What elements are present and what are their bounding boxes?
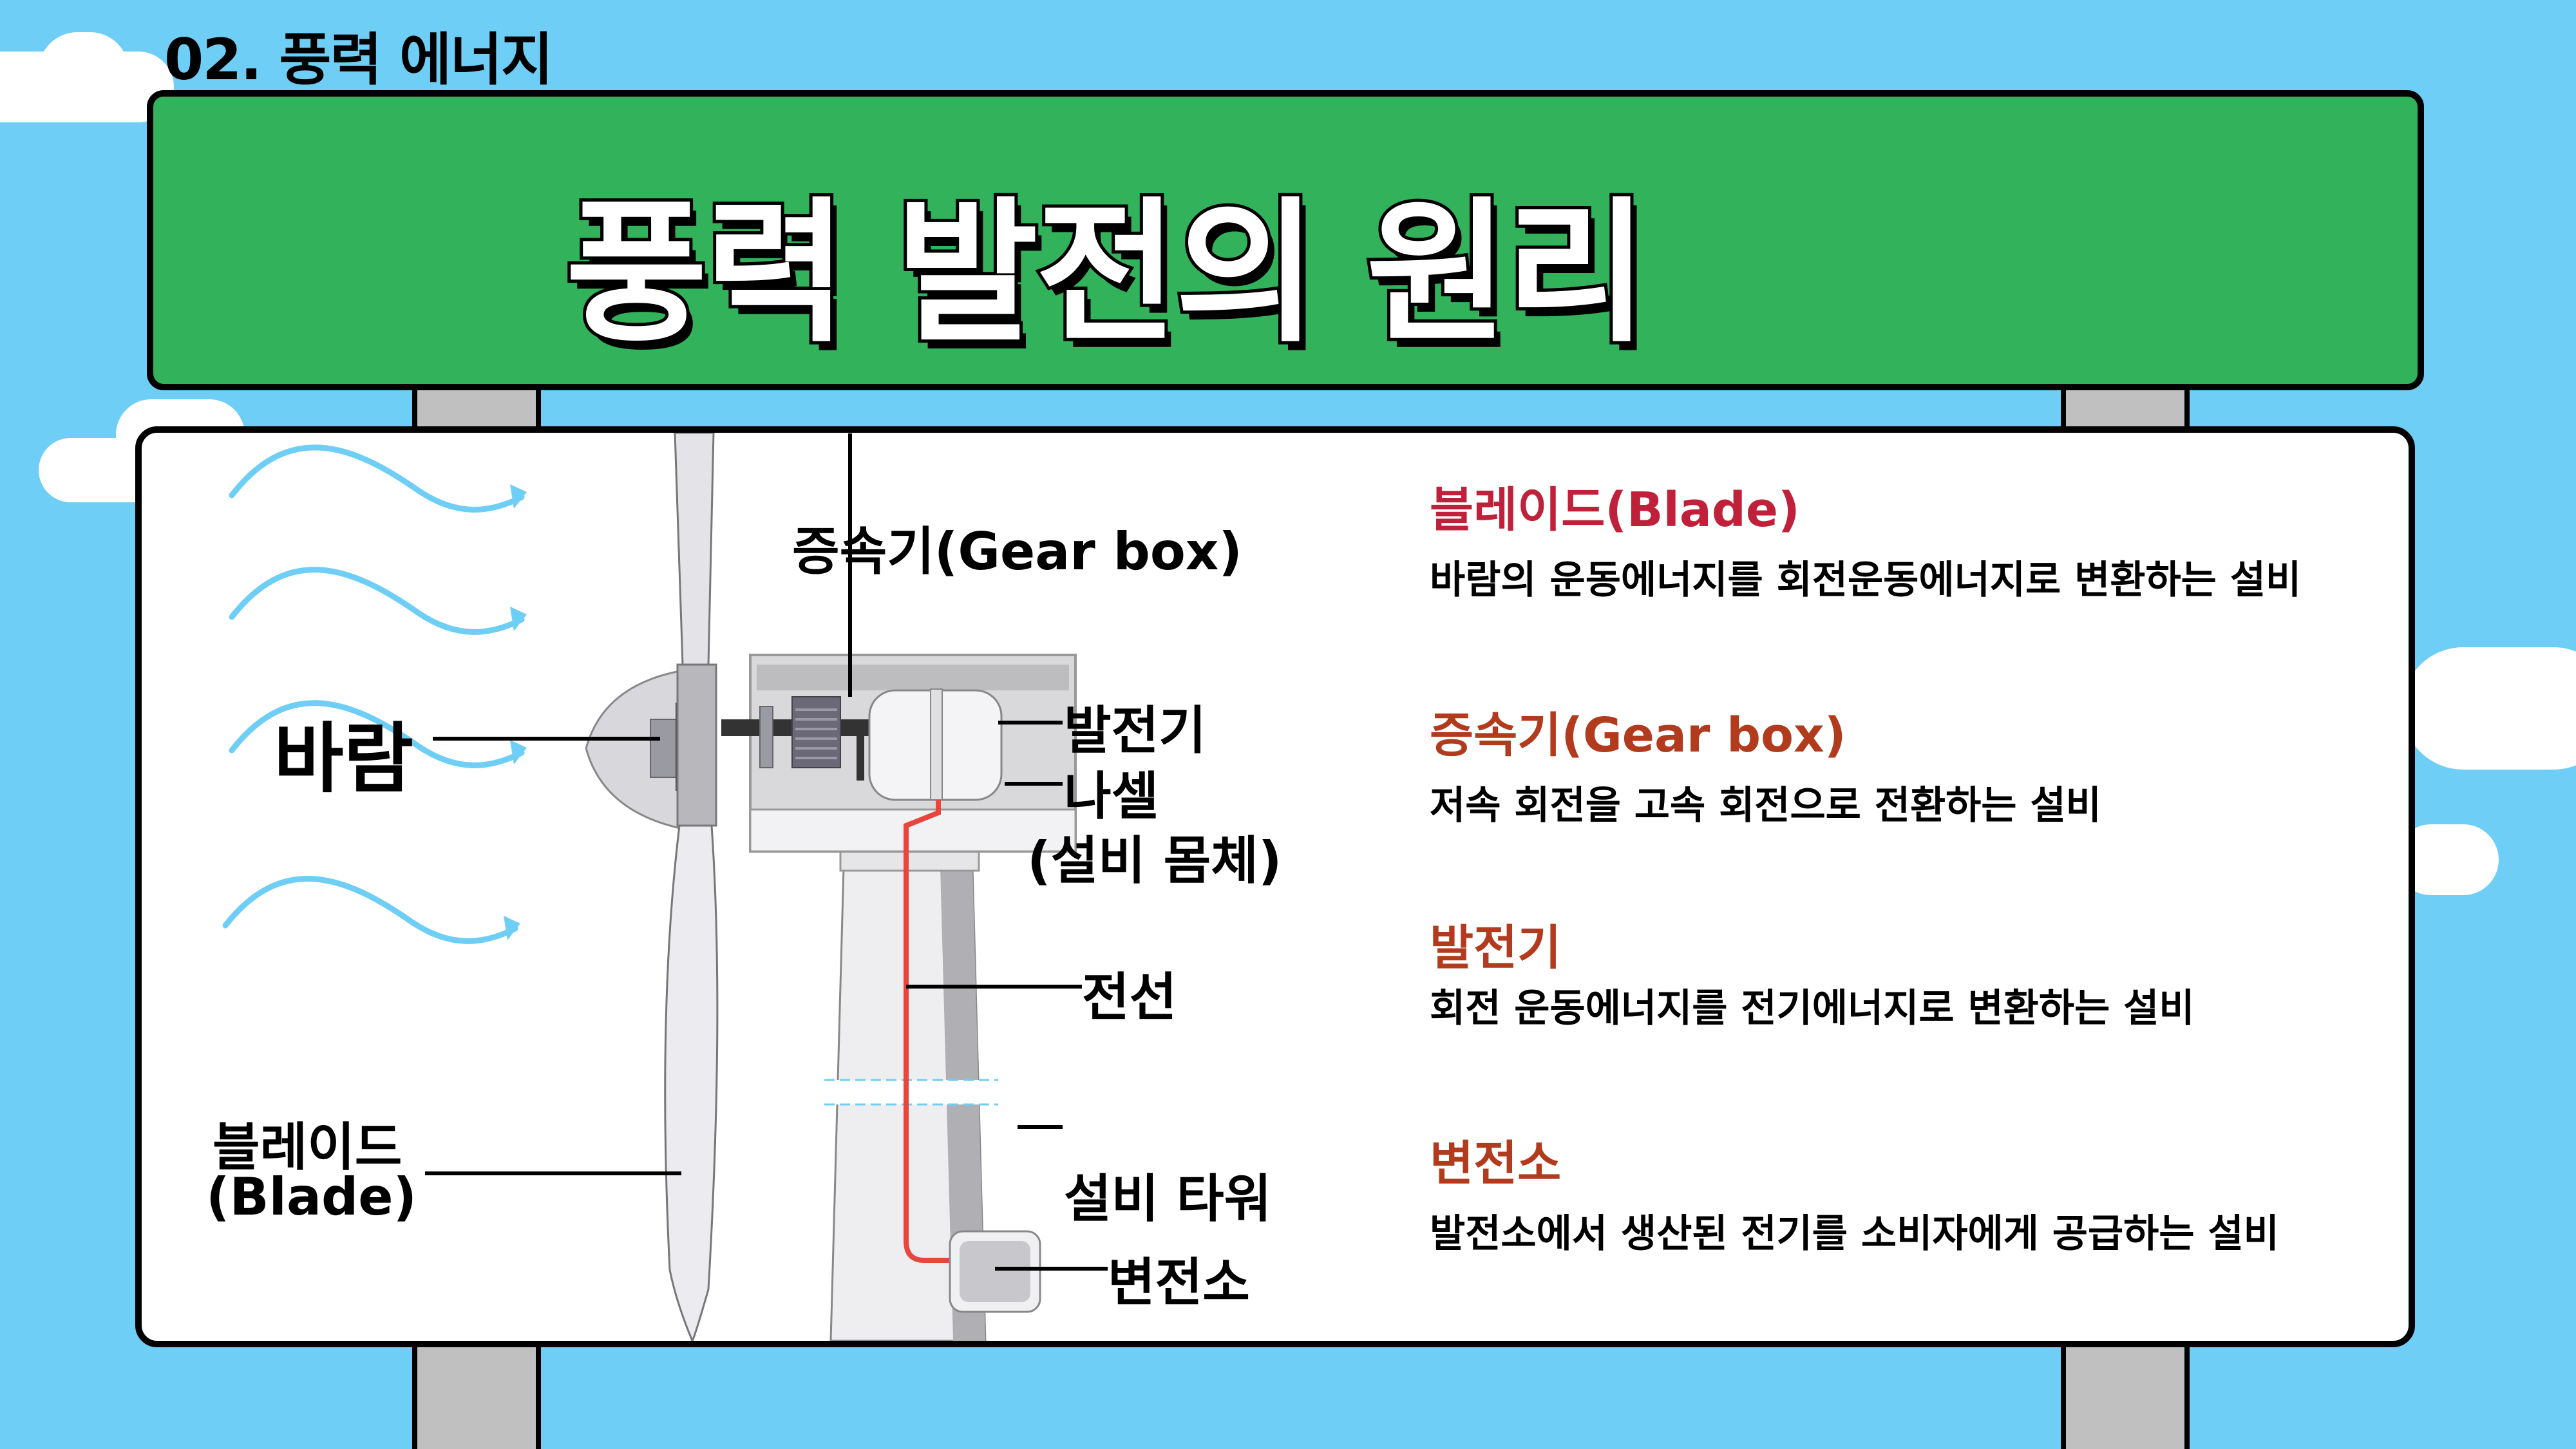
label-nacelle: 나셀 [1064,766,1159,826]
label-substation: 변전소 [1108,1253,1250,1312]
label-nacelle-sub: (설비 몸체) [1027,831,1282,891]
sign-post-right-lower [2061,1343,2190,1449]
label-gearbox: 증속기(Gear box) [792,522,1242,582]
desc-title-blade: 블레이드(Blade) [1430,482,1800,538]
desc-text-substation: 발전소에서 생산된 전기를 소비자에게 공급하는 설비 [1430,1211,2279,1256]
cloud-right-1 [2402,647,2576,770]
sign-post-right-upper [2061,386,2190,431]
wind-arrows-icon [222,444,525,944]
label-blade-sub: (Blade) [206,1167,417,1227]
label-cable: 전선 [1082,967,1177,1027]
title-board: 풍력 발전의 원리 [147,90,2424,390]
desc-title-generator: 발전기 [1430,920,1562,976]
content-board: 바람 증속기(Gear box) 발전기 나셀 (설비 몸체) 전선 설비 타워… [135,426,2415,1347]
label-wind: 바람 [274,714,414,803]
label-blade: 블레이드 [213,1117,402,1177]
label-tower: 설비 타워 [1064,1169,1272,1229]
label-generator: 발전기 [1064,701,1206,761]
section-label: 02. 풍력 에너지 [164,26,553,93]
sign-post-left-upper [412,386,541,431]
desc-text-generator: 회전 운동에너지를 전기에너지로 변환하는 설비 [1430,986,2195,1031]
page-title: 풍력 발전의 원리 [562,180,1651,366]
wind-turbine-illustration [222,433,1108,1341]
desc-text-blade: 바람의 운동에너지를 회전운동에너지로 변환하는 설비 [1430,558,2302,603]
component-descriptions: 블레이드(Blade) 바람의 운동에너지를 회전운동에너지로 변환하는 설비 … [1430,433,2396,1341]
sign-post-left-lower [412,1343,541,1449]
desc-title-substation: 변전소 [1430,1136,1562,1191]
desc-text-gearbox: 저속 회전을 고속 회전으로 전환하는 설비 [1430,783,2101,828]
desc-title-gearbox: 증속기(Gear box) [1430,708,1846,763]
wind-turbine-diagram: 바람 증속기(Gear box) 발전기 나셀 (설비 몸체) 전선 설비 타워… [142,433,1526,1341]
cloud-top-left-bump [39,32,129,109]
